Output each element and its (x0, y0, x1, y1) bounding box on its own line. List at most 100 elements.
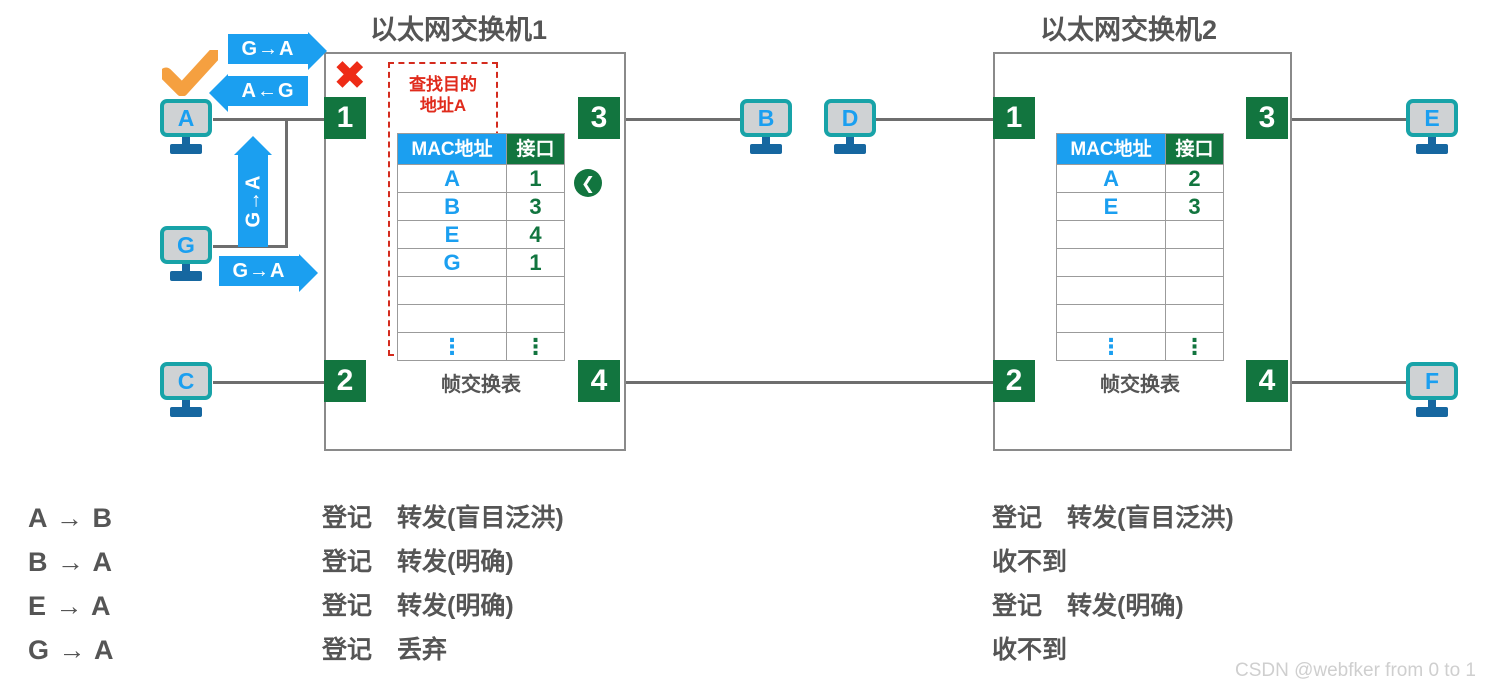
table-row (1055, 276, 1224, 305)
legend-flow-2: E → A (28, 591, 112, 621)
switch2-table-caption: 帧交换表 (1100, 374, 1180, 396)
frame-banner-g-to-a-vertical: G→A (238, 155, 268, 247)
switch2-port-2[interactable]: 2 (993, 360, 1035, 402)
switch1-port-2[interactable]: 2 (324, 360, 366, 402)
host-b-label: B (740, 99, 792, 137)
link-a-to-switch1 (213, 118, 343, 121)
link-d-to-switch2 (873, 118, 995, 121)
link-a-vertical (285, 118, 288, 248)
legend-flow-1: B → A (28, 547, 113, 577)
lookup-note-line2: 地址A (419, 96, 467, 115)
monitor-base-icon (170, 271, 202, 281)
switch1-mac-3: G (396, 248, 508, 277)
switch1-title: 以太网交换机1 (370, 15, 548, 45)
arrow-right-icon (308, 32, 327, 70)
switch2-mac-2 (1055, 220, 1167, 249)
table-row (396, 276, 565, 305)
legend-switch1-action-1: 登记 转发(明确) (322, 548, 514, 576)
legend-switch2-action-0: 登记 转发(盲目泛洪) (992, 504, 1234, 532)
switch2-if-3 (1165, 248, 1224, 277)
host-d[interactable]: D (824, 99, 876, 157)
switch1-port-3[interactable]: 3 (578, 97, 620, 139)
switch2-mac-1: E (1055, 192, 1167, 221)
switch1-if-3: 1 (506, 248, 565, 277)
switch1-port-4[interactable]: 4 (578, 360, 620, 402)
legend-switch2-action-2: 登记 转发(明确) (992, 592, 1184, 620)
table-row: B 3 (396, 192, 565, 221)
switch1-mac-2: E (396, 220, 508, 249)
switch1-mac-0: A (396, 164, 508, 193)
host-e[interactable]: E (1406, 99, 1458, 157)
monitor-base-icon (170, 407, 202, 417)
table-header-row: MAC地址 接口 (1055, 133, 1224, 165)
monitor-neck-icon (846, 137, 854, 144)
switch1-mac-4 (396, 276, 508, 305)
switch2-col-interface: 接口 (1165, 133, 1224, 165)
link-switch1-to-b (620, 118, 745, 121)
switch2-col-mac: MAC地址 (1055, 133, 1167, 165)
switch1-port-1[interactable]: 1 (324, 97, 366, 139)
host-d-label: D (824, 99, 876, 137)
switch2-if-0: 2 (1165, 164, 1224, 193)
monitor-neck-icon (762, 137, 770, 144)
host-a-label: A (160, 99, 212, 137)
link-switch2-to-f (1288, 381, 1410, 384)
switch2-port-1[interactable]: 1 (993, 97, 1035, 139)
host-c[interactable]: C (160, 362, 212, 420)
host-e-label: E (1406, 99, 1458, 137)
host-c-label: C (160, 362, 212, 400)
frame-banner-vertical-label: G→A (242, 174, 264, 228)
switch1-col-mac: MAC地址 (396, 133, 508, 165)
switch2-title: 以太网交换机2 (1040, 15, 1218, 45)
switch2-mac-4 (1055, 276, 1167, 305)
legend-switch2-action-3: 收不到 (992, 636, 1068, 664)
table-row (396, 304, 565, 333)
switch1-if-5 (506, 304, 565, 333)
switch1-mac-1: B (396, 192, 508, 221)
monitor-neck-icon (182, 137, 190, 144)
switch1-mac-6: ⋮ (396, 332, 508, 361)
link-switch2-to-e (1288, 118, 1410, 121)
host-g[interactable]: G (160, 226, 212, 284)
legend-switch1-action-2: 登记 转发(明确) (322, 592, 514, 620)
legend-switch1-action-3: 登记 丢弃 (322, 636, 448, 664)
table-header-row: MAC地址 接口 (396, 133, 565, 165)
arrow-left-icon (209, 74, 228, 112)
host-b[interactable]: B (740, 99, 792, 157)
chevron-left-icon: ❮ (574, 169, 602, 197)
monitor-base-icon (1416, 407, 1448, 417)
table-row: A 1 (396, 164, 565, 193)
switch2-if-2 (1165, 220, 1224, 249)
table-row (1055, 248, 1224, 277)
check-icon (159, 48, 221, 97)
arrow-right-icon (299, 254, 318, 292)
switch1-if-1: 3 (506, 192, 565, 221)
host-f[interactable]: F (1406, 362, 1458, 420)
switch2-port-4[interactable]: 4 (1246, 360, 1288, 402)
switch2-mac-5 (1055, 304, 1167, 333)
switch2-mac-3 (1055, 248, 1167, 277)
arrow-up-icon (234, 136, 272, 155)
legend-flow-3: G → A (28, 635, 115, 665)
switch1-mac-table: MAC地址 接口 A 1 B 3 E 4 G 1 ⋮ ⋮ (396, 133, 565, 361)
switch2-mac-0: A (1055, 164, 1167, 193)
legend-switch2-action-1: 收不到 (992, 548, 1068, 576)
table-row (1055, 220, 1224, 249)
link-c-to-switch1 (213, 381, 343, 384)
switch1-col-interface: 接口 (506, 133, 565, 165)
table-row: E 4 (396, 220, 565, 249)
switch2-mac-table: MAC地址 接口 A 2 E 3 ⋮ ⋮ (1055, 133, 1224, 361)
table-row: ⋮ ⋮ (396, 332, 565, 361)
switch2-port-3[interactable]: 3 (1246, 97, 1288, 139)
table-row: E 3 (1055, 192, 1224, 221)
legend-flow-0: A → B (28, 503, 113, 533)
monitor-neck-icon (182, 264, 190, 271)
frame-banner-a-from-g: A←G (228, 76, 308, 106)
switch2-if-4 (1165, 276, 1224, 305)
table-row: G 1 (396, 248, 565, 277)
host-a[interactable]: A (160, 99, 212, 157)
lookup-note-line1: 查找目的 (409, 75, 477, 94)
legend-switch1-action-0: 登记 转发(盲目泛洪) (322, 504, 564, 532)
monitor-base-icon (1416, 144, 1448, 154)
monitor-neck-icon (1428, 137, 1436, 144)
